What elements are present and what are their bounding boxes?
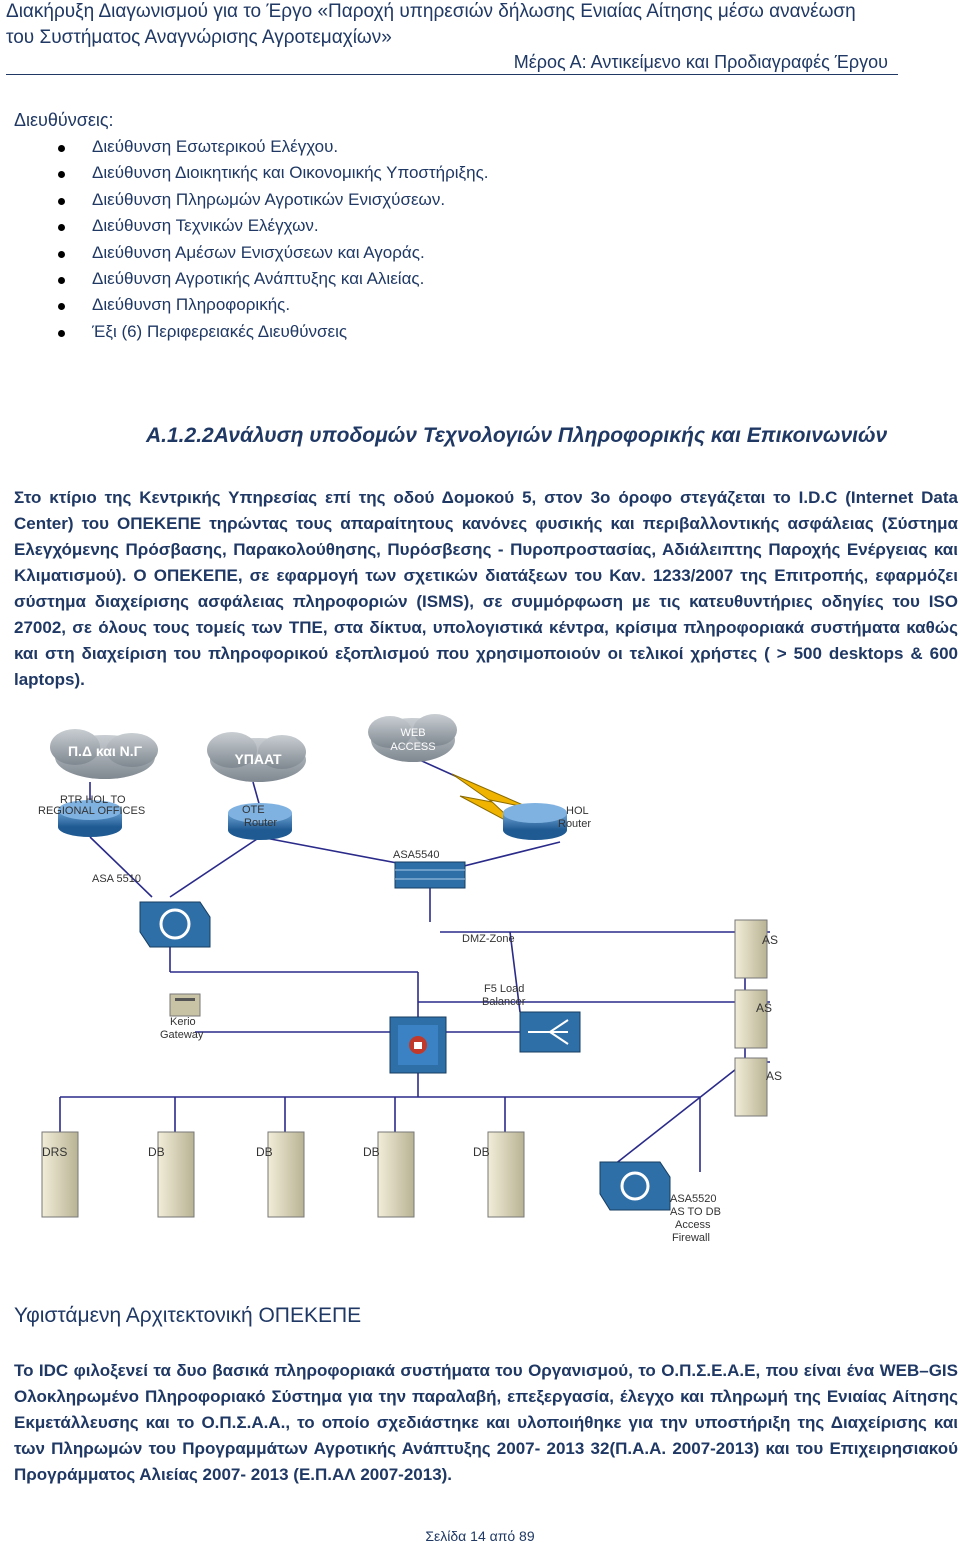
list-item: Διεύθυνση Αμέσων Ενισχύσεων και Αγοράς. xyxy=(14,240,489,266)
list-item-label: Διεύθυνση Εσωτερικού Ελέγχου. xyxy=(92,137,339,156)
list-item: Διεύθυνση Εσωτερικού Ελέγχου. xyxy=(14,134,489,160)
bullet-icon xyxy=(58,171,65,179)
cloud-label-pd: Π.Δ και Ν.Γ xyxy=(68,743,143,759)
gateway-icon xyxy=(169,993,201,1017)
list-item-label: Διεύθυνση Αγροτικής Ανάπτυξης και Αλιεία… xyxy=(92,268,425,288)
label-as-to-db: AS TO DB xyxy=(670,1206,721,1218)
header-part: Μέρος Α: Αντικείμενο και Προδιαγραφές Έρ… xyxy=(513,52,888,72)
header-rule xyxy=(6,74,898,75)
bullet-icon xyxy=(58,145,65,152)
paragraph-idc: Στο κτίριο της Κεντρικής Υπηρεσίας επί τ… xyxy=(14,488,958,689)
label-f5: F5 Load xyxy=(484,983,524,995)
label-hol-router: Router xyxy=(558,818,591,830)
label-db-1: DB xyxy=(148,1145,165,1159)
section-number: Α.1.2.2 xyxy=(146,424,214,447)
label-firewall: Firewall xyxy=(672,1232,710,1244)
bullet-icon xyxy=(58,303,65,311)
server-icon xyxy=(734,919,768,979)
list-item-label: Διεύθυνση Τεχνικών Ελέγχων. xyxy=(92,216,319,236)
router-icon xyxy=(503,803,567,840)
list-item: Διεύθυνση Πληρωμών Αγροτικών Ενισχύσεων. xyxy=(14,187,489,213)
firewall-icon xyxy=(139,901,211,948)
bullet-icon xyxy=(58,329,65,337)
label-as-3: AS xyxy=(766,1069,782,1083)
server-icon xyxy=(267,1131,305,1218)
paragraph-systems: Το IDC φιλοξενεί τα δυο βασικά πληροφορι… xyxy=(14,1361,958,1484)
label-hol: HOL xyxy=(566,805,589,817)
label-ote-router: Router xyxy=(244,817,277,829)
server-icon xyxy=(157,1131,195,1218)
list-item-label: Διεύθυνση Πληρωμών Αγροτικών Ενισχύσεων. xyxy=(92,189,446,209)
bullet-icon xyxy=(58,276,65,284)
network-architecture-diagram: Π.Δ και Ν.Γ ΥΠΑΑΤ WEB ACCESS RTR HOL TO … xyxy=(38,714,782,1244)
list-item: Διεύθυνση Τεχνικών Ελέγχων. xyxy=(14,213,489,239)
label-access: Access xyxy=(675,1219,711,1231)
label-asa5520: ASA5520 xyxy=(670,1193,716,1205)
load-balancer-icon xyxy=(519,1011,581,1053)
router-icon xyxy=(58,800,122,837)
router-icon xyxy=(228,803,292,840)
label-kerio: Kerio xyxy=(170,1016,196,1028)
network-links xyxy=(59,756,770,1173)
firewall-icon xyxy=(599,1161,671,1211)
section-heading: Α.1.2.2Ανάλυση υποδομών Τεχνολογιών Πληρ… xyxy=(146,424,887,448)
label-balancer: Balancer xyxy=(482,996,526,1008)
label-dmz: DMZ-Zone xyxy=(462,933,515,945)
cloud-icon: WEB ACCESS xyxy=(368,714,457,762)
header-title-line2: του Συστήματος Αναγνώρισης Αγροτεμαχίων» xyxy=(6,27,392,48)
label-as-1: AS xyxy=(762,933,778,947)
label-asa5510: ASA 5510 xyxy=(92,873,141,885)
cloud-icon: Π.Δ και Ν.Γ xyxy=(50,729,158,779)
section-title: Ανάλυση υποδομών Τεχνολογιών Πληροφορική… xyxy=(213,424,888,447)
label-drs: DRS xyxy=(42,1145,67,1159)
server-icon xyxy=(41,1131,79,1218)
server-icon xyxy=(734,1057,768,1117)
label-rtr: RTR HOL TO xyxy=(60,794,126,806)
label-as-2: AS xyxy=(756,1001,772,1015)
label-ote: OTE xyxy=(242,804,265,816)
label-db-3: DB xyxy=(363,1145,380,1159)
label-regional: REGIONAL OFFICES xyxy=(38,805,145,817)
bullet-icon xyxy=(58,250,65,258)
server-icon xyxy=(377,1131,415,1218)
server-icon xyxy=(487,1131,525,1218)
bullet-icon xyxy=(58,197,65,205)
label-gateway: Gateway xyxy=(160,1029,204,1041)
firewall-icon xyxy=(394,861,466,889)
page-number: Σελίδα 14 από 89 xyxy=(425,1528,535,1544)
list-item-label: Έξι (6) Περιφερειακές Διευθύνσεις xyxy=(92,321,348,341)
label-asa5540: ASA5540 xyxy=(393,849,439,861)
label-db-4: DB xyxy=(473,1145,490,1159)
directorates-list: Διεύθυνση Εσωτερικού Ελέγχου. Διεύθυνση … xyxy=(14,134,489,345)
switch-icon xyxy=(389,1016,447,1074)
cloud-label-ypaat: ΥΠΑΑΤ xyxy=(234,751,282,767)
list-item: Διεύθυνση Αγροτικής Ανάπτυξης και Αλιεία… xyxy=(14,266,489,292)
list-item: Έξι (6) Περιφερειακές Διευθύνσεις xyxy=(14,319,489,345)
directorates-heading: Διευθύνσεις: xyxy=(14,110,114,130)
list-item: Διεύθυνση Διοικητικής και Οικονομικής Υπ… xyxy=(14,160,489,186)
bullet-icon xyxy=(58,224,65,232)
list-item-label: Διεύθυνση Πληροφορικής. xyxy=(92,295,291,315)
cloud-icon: ΥΠΑΑΤ xyxy=(207,732,306,782)
figure-caption: Υφιστάμενη Αρχιτεκτονική ΟΠΕΚΕΠΕ xyxy=(14,1304,362,1327)
cloud-label-access: ACCESS xyxy=(390,741,435,753)
label-db-2: DB xyxy=(256,1145,273,1159)
list-item-label: Διεύθυνση Διοικητικής και Οικονομικής Υπ… xyxy=(92,163,489,183)
server-icon xyxy=(734,989,768,1049)
list-item-label: Διεύθυνση Αμέσων Ενισχύσεων και Αγοράς. xyxy=(92,242,425,262)
header-title-line1: Διακήρυξη Διαγωνισμού για το Έργο «Παροχ… xyxy=(6,1,856,22)
cloud-label-web: WEB xyxy=(400,727,425,739)
list-item: Διεύθυνση Πληροφορικής. xyxy=(14,292,489,318)
